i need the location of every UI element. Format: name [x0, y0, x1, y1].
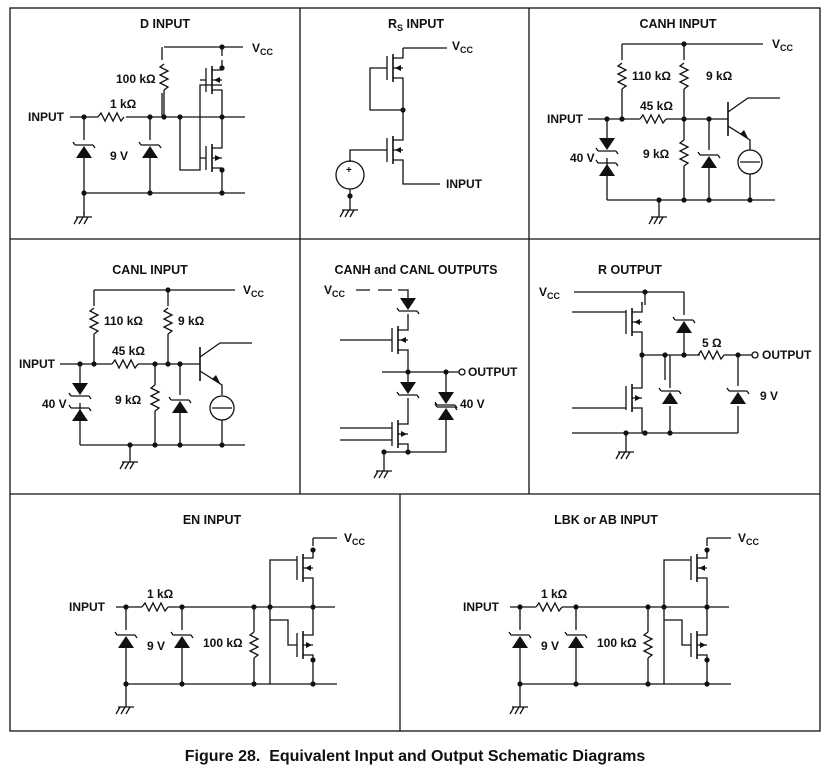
figure-caption: Figure 28. Equivalent Input and Output S…	[185, 748, 646, 765]
zener-40v-label: 40 V	[570, 151, 595, 165]
panel-rs-input: RS INPUT + VCC INPUT	[335, 17, 483, 218]
vcc-label: VCC	[738, 531, 760, 547]
zener-40v-label: 40 V	[42, 397, 67, 411]
panel-title: LBK or AB INPUT	[554, 513, 658, 527]
panel-title: RS INPUT	[388, 17, 444, 33]
panel-en-input: EN INPUT VCC 1 kΩ INPUT 9 V 100 kΩ	[69, 513, 366, 715]
frame	[9, 7, 821, 732]
input-label: INPUT	[69, 600, 106, 614]
panel-can-outputs: CANH and CANL OUTPUTS VCC OUTPUT 40 V	[324, 263, 518, 479]
panel-canl-input: CANL INPUT VCC 110 kΩ 9 kΩ 45 kΩ INPUT 4…	[19, 263, 265, 470]
vcc-label: VCC	[344, 531, 366, 547]
output-label: OUTPUT	[468, 365, 518, 379]
r-110k-label: 110 kΩ	[104, 314, 143, 328]
input-label: INPUT	[463, 600, 500, 614]
zener-label: 9 V	[147, 639, 165, 653]
panel-title: CANL INPUT	[112, 263, 188, 277]
r-9k-bot-label: 9 kΩ	[643, 147, 670, 161]
r-5-label: 5 Ω	[702, 336, 722, 350]
panel-title: D INPUT	[140, 17, 190, 31]
panel-d-input: D INPUT VCC 100 kΩ 1 kΩ INPUT 9 V	[28, 17, 274, 225]
input-label: INPUT	[28, 110, 65, 124]
panel-title: CANH and CANL OUTPUTS	[335, 263, 498, 277]
input-label: INPUT	[19, 357, 56, 371]
input-label: INPUT	[446, 177, 483, 191]
panel-r-output: R OUTPUT VCC 5 Ω OUTPUT 9 V	[539, 263, 812, 460]
r-110k-label: 110 kΩ	[632, 69, 671, 83]
vcc-label: VCC	[452, 39, 474, 55]
zener-label: 9 V	[110, 149, 128, 163]
r-9k-top-label: 9 kΩ	[178, 314, 205, 328]
panel-title: CANH INPUT	[639, 17, 716, 31]
r-9k-top-label: 9 kΩ	[706, 69, 733, 83]
r-9k-bot-label: 9 kΩ	[115, 393, 142, 407]
r-series-label: 1 kΩ	[147, 587, 174, 601]
zener-40v-label: 40 V	[460, 397, 485, 411]
panel-lbk-input: LBK or AB INPUT VCC 1 kΩ INPUT 9 V 100 k…	[463, 513, 760, 715]
zener-label: 9 V	[541, 639, 559, 653]
r-series-label: 1 kΩ	[541, 587, 568, 601]
vcc-label: VCC	[243, 283, 265, 299]
svg-text:+: +	[346, 165, 352, 176]
vcc-label: VCC	[772, 37, 794, 53]
vcc-label: VCC	[539, 285, 561, 301]
r-45k-label: 45 kΩ	[640, 99, 673, 113]
zener-label: 9 V	[760, 389, 778, 403]
panel-canh-input: CANH INPUT VCC 110 kΩ 9 kΩ 45 kΩ INPUT 4…	[547, 17, 794, 225]
vcc-label: VCC	[324, 283, 346, 299]
vcc-label: VCC	[252, 41, 274, 57]
r-series-label: 1 kΩ	[110, 97, 137, 111]
r-pulldown-label: 100 kΩ	[597, 636, 637, 650]
panel-title: EN INPUT	[183, 513, 242, 527]
input-label: INPUT	[547, 112, 584, 126]
output-label: OUTPUT	[762, 348, 812, 362]
panel-title: R OUTPUT	[598, 263, 662, 277]
r-pullup-label: 100 kΩ	[116, 72, 156, 86]
r-pulldown-label: 100 kΩ	[203, 636, 243, 650]
r-45k-label: 45 kΩ	[112, 344, 145, 358]
